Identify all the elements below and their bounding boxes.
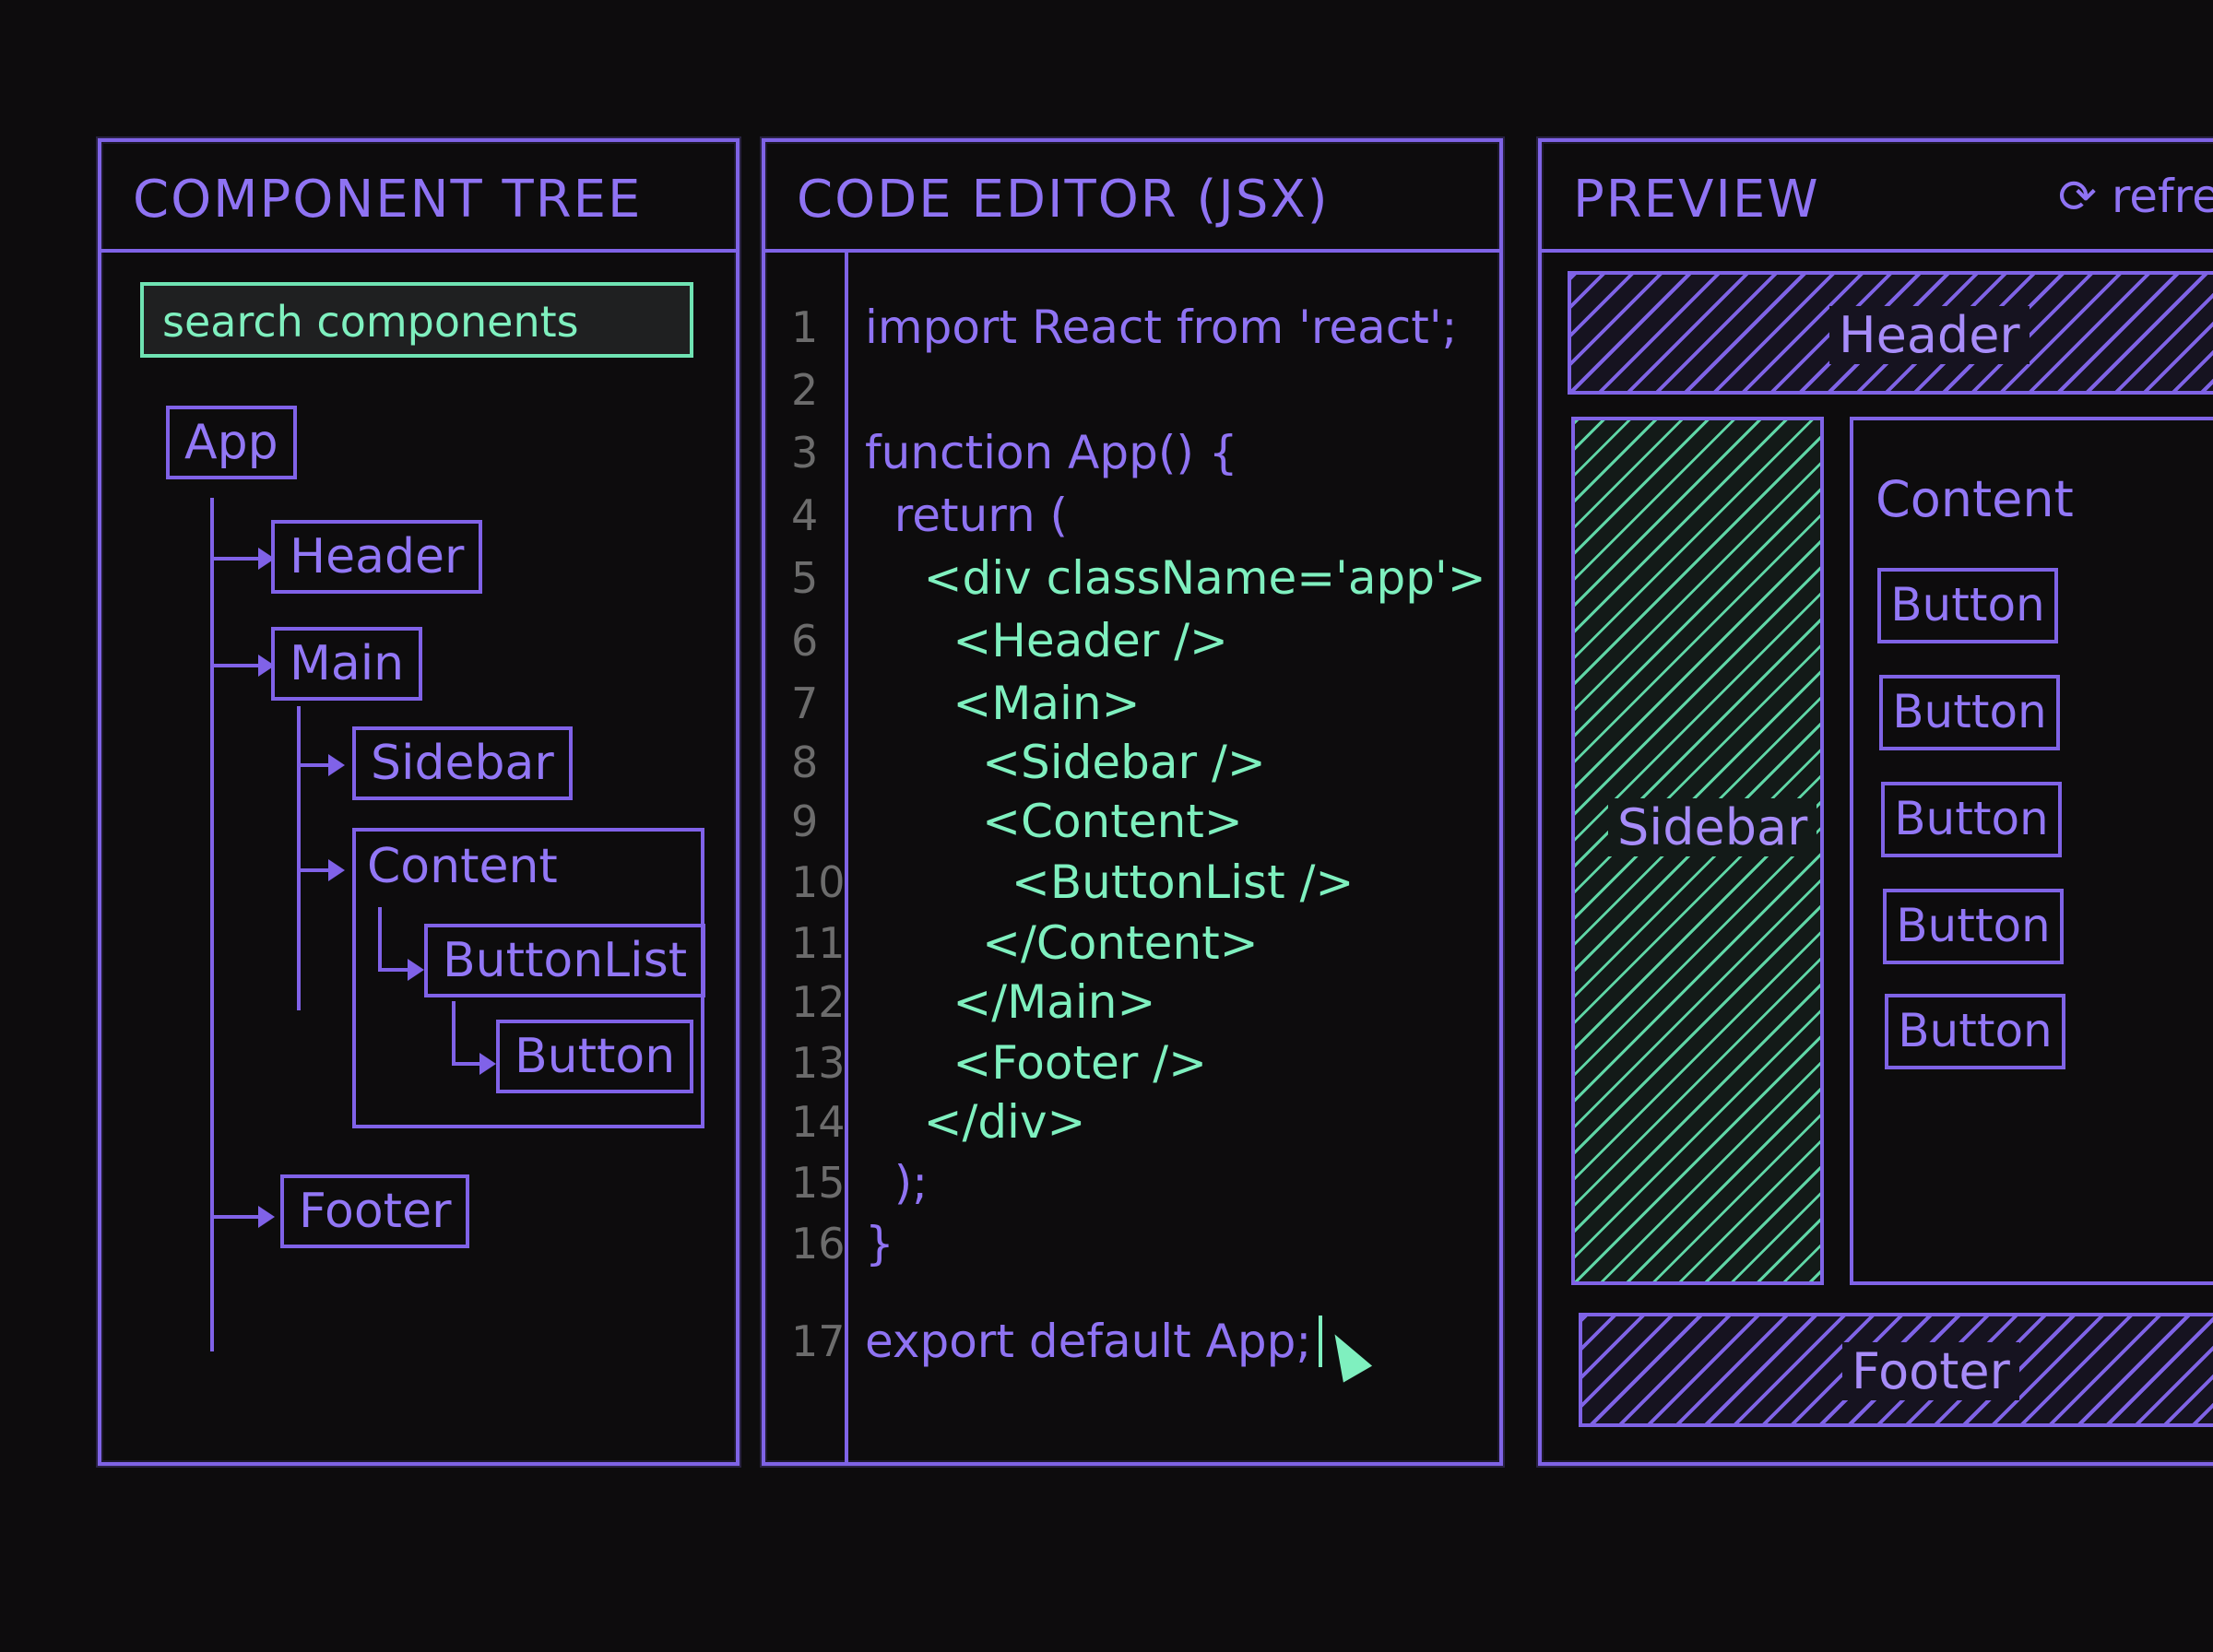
text-caret [1319, 1316, 1322, 1367]
preview-button-3[interactable]: Button [1881, 782, 2062, 857]
code-text: <div className='app'> [865, 551, 1486, 605]
code-text: </Content> [865, 916, 1259, 970]
line-number: 8 [791, 738, 819, 787]
line-number: 10 [791, 857, 846, 907]
preview-header: PREVIEW ⟳ refre [1542, 142, 2213, 253]
preview-content-region: Content Button Button Button Button Butt… [1850, 417, 2213, 1285]
tree-node-footer[interactable]: Footer [280, 1174, 470, 1248]
mouse-cursor-icon [1320, 1326, 1373, 1383]
code-editor-title: CODE EDITOR (JSX) [797, 170, 1330, 230]
code-editor-header: CODE EDITOR (JSX) [765, 142, 1499, 253]
code-text: <Footer /> [865, 1036, 1207, 1090]
preview-button-2[interactable]: Button [1879, 675, 2060, 750]
line-number: 11 [791, 918, 846, 968]
code-text: <ButtonList /> [865, 856, 1355, 909]
code-text: function App() { [865, 426, 1238, 479]
line-number: 16 [791, 1219, 846, 1268]
preview-header-region[interactable]: Header [1568, 271, 2213, 395]
preview-footer-region[interactable]: Footer [1579, 1313, 2213, 1427]
code-editor-panel: CODE EDITOR (JSX) 1 import React from 're… [762, 138, 1503, 1466]
preview-sidebar-label: Sidebar [1608, 798, 1817, 856]
line-number: 17 [791, 1316, 846, 1366]
line-number: 2 [791, 365, 819, 415]
code-text: </div> [865, 1095, 1086, 1149]
preview-button-4[interactable]: Button [1883, 889, 2064, 964]
code-text: ); [865, 1156, 929, 1210]
line-number: 4 [791, 490, 819, 540]
preview-title: PREVIEW [1573, 170, 1820, 230]
line-number: 5 [791, 553, 819, 603]
tree-node-buttonlist[interactable]: ButtonList [424, 924, 706, 997]
code-text: <Content> [865, 795, 1243, 848]
gutter-divider [845, 253, 848, 1462]
preview-panel: PREVIEW ⟳ refre Header Sidebar Content B… [1538, 138, 2213, 1466]
line-number: 12 [791, 977, 846, 1027]
line-number: 7 [791, 678, 819, 728]
preview-header-label: Header [1829, 306, 2030, 364]
code-text: export default App; [865, 1315, 1312, 1368]
component-tree-header: COMPONENT TREE [101, 142, 736, 253]
code-text: <Header /> [865, 614, 1228, 667]
code-text: import React from 'react'; [865, 301, 1458, 354]
line-number: 13 [791, 1038, 846, 1088]
tree-node-main[interactable]: Main [271, 627, 423, 701]
preview-button-5[interactable]: Button [1885, 994, 2065, 1069]
code-text: </Main> [865, 975, 1156, 1029]
refresh-icon: ⟳ [2058, 170, 2097, 223]
code-text: <Main> [865, 677, 1141, 730]
line-number: 6 [791, 616, 819, 666]
tree-node-sidebar[interactable]: Sidebar [352, 726, 573, 800]
code-text: return ( [865, 489, 1069, 542]
tree-node-content[interactable]: Content [367, 839, 558, 894]
tree-node-header[interactable]: Header [271, 520, 483, 594]
code-text: } [865, 1217, 894, 1270]
line-number: 14 [791, 1097, 846, 1147]
preview-sidebar-region[interactable]: Sidebar [1571, 417, 1824, 1285]
tree-node-button[interactable]: Button [496, 1020, 694, 1093]
preview-content-label: Content [1876, 470, 2074, 528]
search-input[interactable]: search components [140, 282, 693, 358]
component-tree-title: COMPONENT TREE [133, 170, 643, 230]
refresh-label: refre [2111, 170, 2213, 223]
refresh-button[interactable]: ⟳ refre [2058, 170, 2213, 223]
tree-node-app[interactable]: App [166, 406, 297, 479]
component-tree-panel: COMPONENT TREE search components App Hea… [98, 138, 740, 1466]
line-number: 3 [791, 428, 819, 478]
preview-footer-label: Footer [1842, 1342, 2019, 1400]
preview-button-1[interactable]: Button [1877, 568, 2058, 643]
line-number: 1 [791, 302, 819, 352]
line-number: 9 [791, 796, 819, 846]
code-text: <Sidebar /> [865, 736, 1266, 789]
line-number: 15 [791, 1158, 846, 1208]
